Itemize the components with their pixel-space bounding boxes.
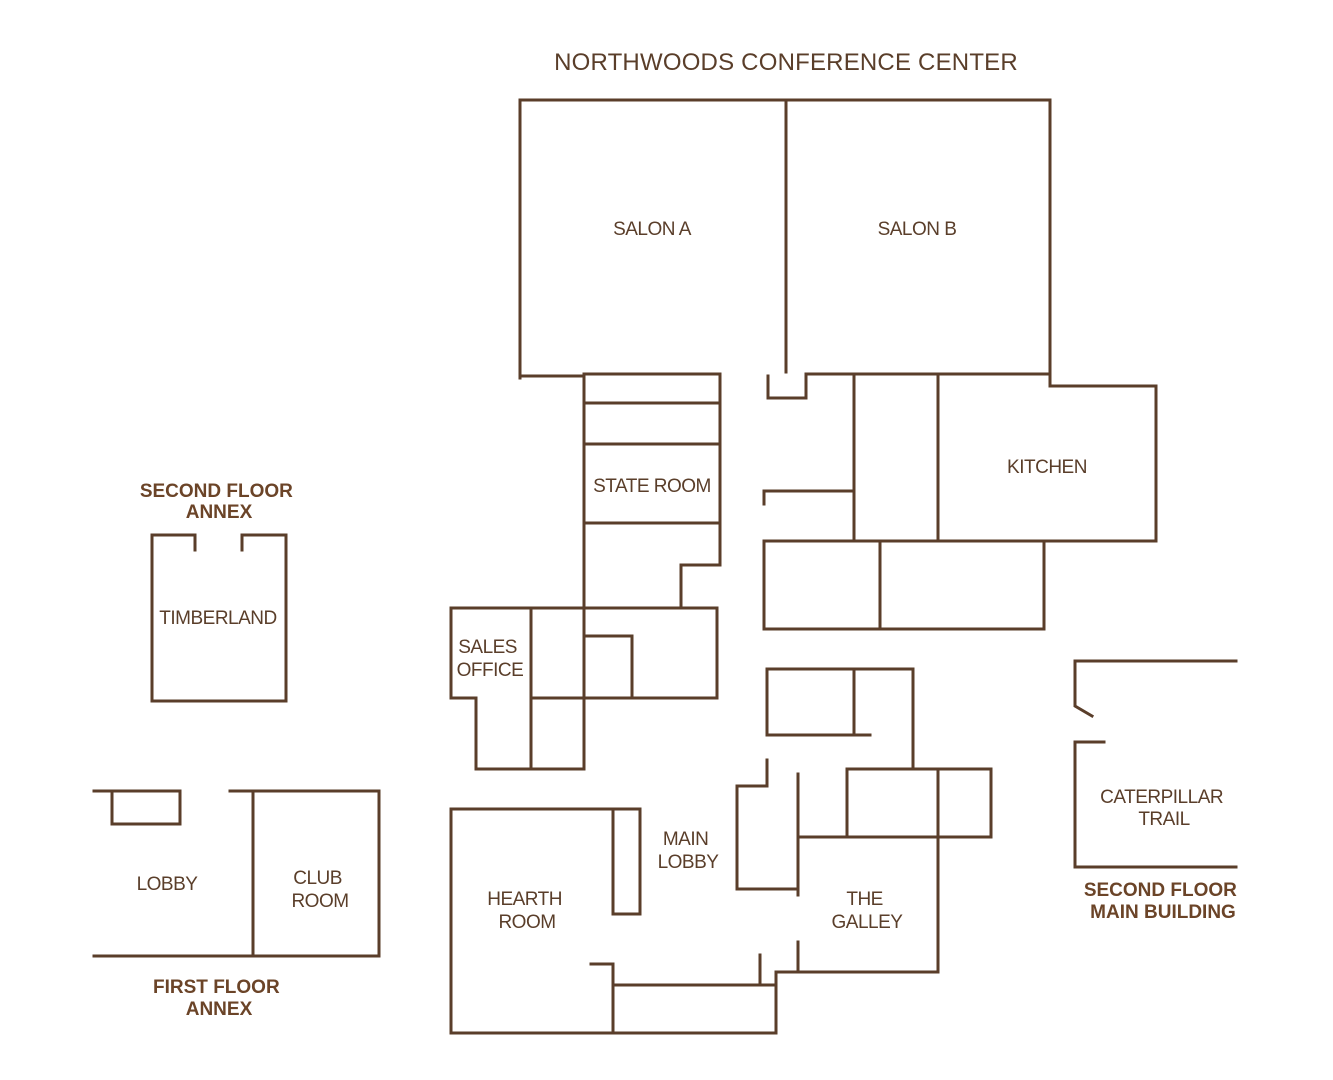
room-label-lobby: LOBBY	[137, 874, 199, 895]
room-label-salon-a: SALON A	[613, 219, 692, 240]
room-label-club-room: CLUB ROOM	[291, 868, 348, 912]
room-label-kitchen: KITCHEN	[1007, 457, 1087, 478]
room-label-the-galley: THE GALLEY	[832, 889, 904, 933]
room-label-main-lobby: MAIN LOBBY	[658, 829, 720, 873]
room-label-caterpillar-trail: CATERPILLAR TRAIL	[1100, 787, 1228, 830]
first-floor-annex-walls	[92, 789, 381, 958]
room-label-state-room: STATE ROOM	[593, 476, 711, 497]
room-label-sales-office: SALES OFFICE	[457, 637, 524, 681]
second-floor-main-walls	[1073, 659, 1238, 869]
main-building-walls	[449, 98, 1158, 1035]
plan-title: NORTHWOODS CONFERENCE CENTER	[554, 49, 1018, 76]
room-label-timberland: TIMBERLAND	[159, 608, 276, 629]
floor-label-second-floor-main-building: SECOND FLOOR MAIN BUILDING	[1084, 880, 1242, 923]
room-label-hearth-room: HEARTH ROOM	[487, 889, 567, 933]
floor-label-second-floor-annex: SECOND FLOOR ANNEX	[140, 481, 298, 523]
room-label-salon-b: SALON B	[878, 219, 957, 240]
second-floor-annex-walls	[150, 533, 288, 703]
floor-label-first-floor-annex: FIRST FLOOR ANNEX	[153, 977, 285, 1020]
